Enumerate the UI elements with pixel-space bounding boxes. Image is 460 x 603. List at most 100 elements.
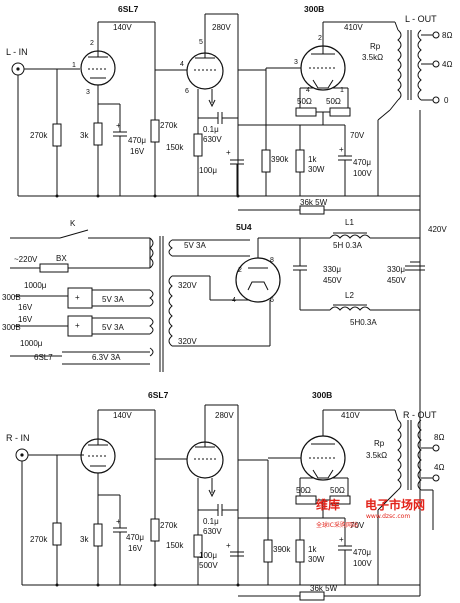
rectifier-label: 5U4 (236, 222, 252, 232)
right-grid3-resistor (263, 539, 273, 563)
svg-text:16V: 16V (18, 315, 33, 324)
svg-text:330μ: 330μ (387, 265, 405, 274)
svg-text:4: 4 (180, 61, 184, 68)
svg-text:450V: 450V (387, 276, 406, 285)
left-input-resistor (52, 123, 62, 147)
right-tube3-label: 300B (312, 390, 332, 400)
mains-voltage: ~220V (14, 255, 38, 264)
right-input-label: R - IN (6, 433, 30, 443)
left-input-label: L - IN (6, 47, 28, 57)
right-tube1-voltage: 140V (113, 411, 132, 420)
power-transformer-sec-heater (168, 239, 173, 257)
svg-text:6.3V 3A: 6.3V 3A (92, 353, 121, 362)
svg-text:270k: 270k (30, 535, 48, 544)
right-output-transformer-primary (397, 419, 402, 491)
svg-text:4: 4 (232, 297, 236, 304)
left-out-terminal-8[interactable] (432, 31, 440, 39)
left-out-terminal-4[interactable] (432, 60, 440, 68)
power-supply: K ~220V BX 5V 3A 320V 320V 5U4 2 8 4 6 L… (2, 218, 447, 420)
watermark-slogan: 全球IC采购网站 (316, 521, 358, 529)
left-output-transformer-secondary (417, 29, 422, 101)
choke-l1 (329, 234, 371, 239)
svg-text:16V: 16V (128, 544, 143, 553)
left-output-label: L - OUT (405, 14, 437, 24)
svg-text:8Ω: 8Ω (442, 31, 452, 40)
svg-text:70V: 70V (350, 521, 365, 530)
svg-text:300B: 300B (2, 323, 21, 332)
svg-text:0.1μ: 0.1μ (203, 125, 219, 134)
svg-text:+: + (226, 148, 231, 157)
svg-text:4Ω: 4Ω (434, 463, 444, 472)
left-hum-resistor-a (295, 107, 317, 117)
right-out-terminal-8[interactable] (432, 444, 440, 452)
left-tube2-voltage: 280V (212, 23, 231, 32)
svg-text:6: 6 (270, 297, 274, 304)
left-cathode-cap-value: 470μ (128, 136, 146, 145)
left-out-terminal-0[interactable] (432, 96, 440, 104)
mains-switch[interactable] (59, 229, 89, 239)
svg-text:470μ: 470μ (353, 548, 371, 557)
watermark-logo: 维库 (316, 497, 340, 512)
svg-text:630V: 630V (203, 135, 222, 144)
svg-text:5V 3A: 5V 3A (102, 295, 124, 304)
power-transformer-primary (149, 237, 154, 269)
svg-text:4Ω: 4Ω (442, 60, 452, 69)
svg-text:3: 3 (294, 59, 298, 66)
svg-text:330μ: 330μ (323, 265, 341, 274)
b-plus-voltage: 420V (428, 225, 447, 234)
left-tube1-voltage: 140V (113, 23, 132, 32)
left-grid2-resistor (150, 119, 160, 143)
svg-text:470μ: 470μ (126, 533, 144, 542)
heater-winding-6sl7 (149, 347, 154, 357)
svg-text:8: 8 (270, 257, 274, 264)
svg-text:300B: 300B (2, 293, 21, 302)
svg-text:+: + (75, 293, 80, 302)
svg-text:470μ: 470μ (353, 158, 371, 167)
svg-text:1000μ: 1000μ (24, 281, 47, 290)
svg-text:36k 5W: 36k 5W (300, 198, 328, 207)
svg-text:50Ω: 50Ω (296, 486, 311, 495)
left-supply-resistor (299, 205, 325, 215)
svg-text:0: 0 (444, 96, 449, 105)
svg-text:1: 1 (340, 87, 344, 94)
svg-text:Rp: Rp (374, 439, 385, 448)
svg-text:390k: 390k (273, 545, 291, 554)
svg-text:320V: 320V (178, 337, 197, 346)
fuse (39, 263, 69, 273)
svg-text:30W: 30W (308, 165, 325, 174)
svg-text:1k: 1k (308, 545, 317, 554)
right-grid2-resistor (150, 518, 160, 542)
svg-text:+: + (339, 145, 344, 154)
right-output-label: R - OUT (403, 410, 437, 420)
heater-filter-box-a (67, 287, 93, 309)
left-channel: L - IN 270k 6SL7 140V 2 1 3 3k + 470μ 16… (6, 4, 452, 232)
svg-text:+: + (116, 121, 121, 130)
svg-text:100V: 100V (353, 559, 372, 568)
left-cathode-resistor (93, 122, 103, 146)
svg-text:3: 3 (86, 89, 90, 96)
svg-text:1: 1 (72, 62, 76, 69)
svg-text:3.5kΩ: 3.5kΩ (366, 451, 387, 460)
right-cathode3-resistor (295, 539, 305, 563)
rectifier-tube (235, 257, 281, 303)
svg-text:100μ: 100μ (199, 166, 217, 175)
svg-text:500V: 500V (199, 561, 218, 570)
svg-text:3k: 3k (80, 535, 89, 544)
left-tube3-label: 300B (304, 4, 324, 14)
svg-text:Rp: Rp (370, 42, 381, 51)
right-out-terminal-4[interactable] (432, 474, 440, 482)
svg-text:3k: 3k (80, 131, 89, 140)
svg-text:3.5kΩ: 3.5kΩ (362, 53, 383, 62)
svg-text:16V: 16V (130, 147, 145, 156)
svg-text:16V: 16V (18, 303, 33, 312)
svg-text:5V 3A: 5V 3A (102, 323, 124, 332)
svg-text:150k: 150k (166, 143, 184, 152)
svg-text:390k: 390k (271, 155, 289, 164)
right-tube1-label: 6SL7 (148, 390, 169, 400)
svg-text:5: 5 (199, 39, 203, 46)
watermark: 维库 电子市场网 www.dzsc.com 全球IC采购网站 (316, 497, 425, 529)
svg-text:70V: 70V (350, 131, 365, 140)
svg-text:1000μ: 1000μ (20, 339, 43, 348)
svg-text:1k: 1k (308, 155, 317, 164)
